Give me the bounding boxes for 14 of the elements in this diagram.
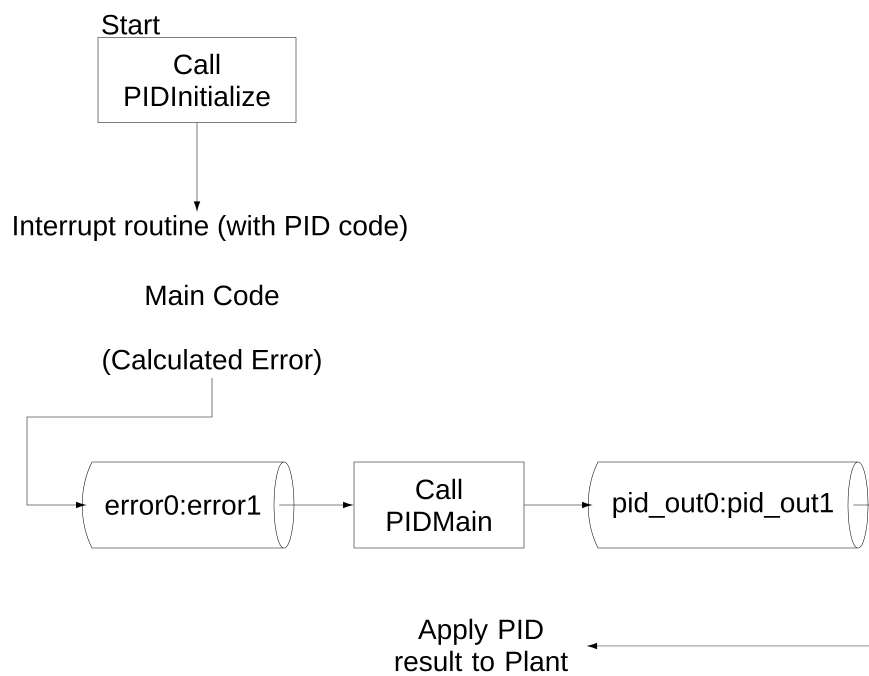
arrow — [524, 502, 592, 508]
heading-text: Start — [102, 14, 160, 35]
section-label: Main Code — [146, 284, 278, 306]
step-text: Apply PID result to Plant — [396, 618, 568, 672]
process-box: Call PIDInitialize — [98, 37, 296, 123]
storage-cylinder: pid_out0:pid_out1 — [588, 462, 868, 548]
arrow — [279, 502, 353, 508]
arrow — [26, 378, 212, 508]
arrow — [587, 642, 869, 650]
arrow — [194, 122, 200, 211]
process-box: Call PIDMain — [354, 462, 524, 548]
storage-cylinder: error0:error1 — [82, 462, 294, 548]
step-text: Interrupt routine (with PID code) — [14, 214, 407, 242]
step-text: (Calculated Error) — [103, 348, 321, 376]
